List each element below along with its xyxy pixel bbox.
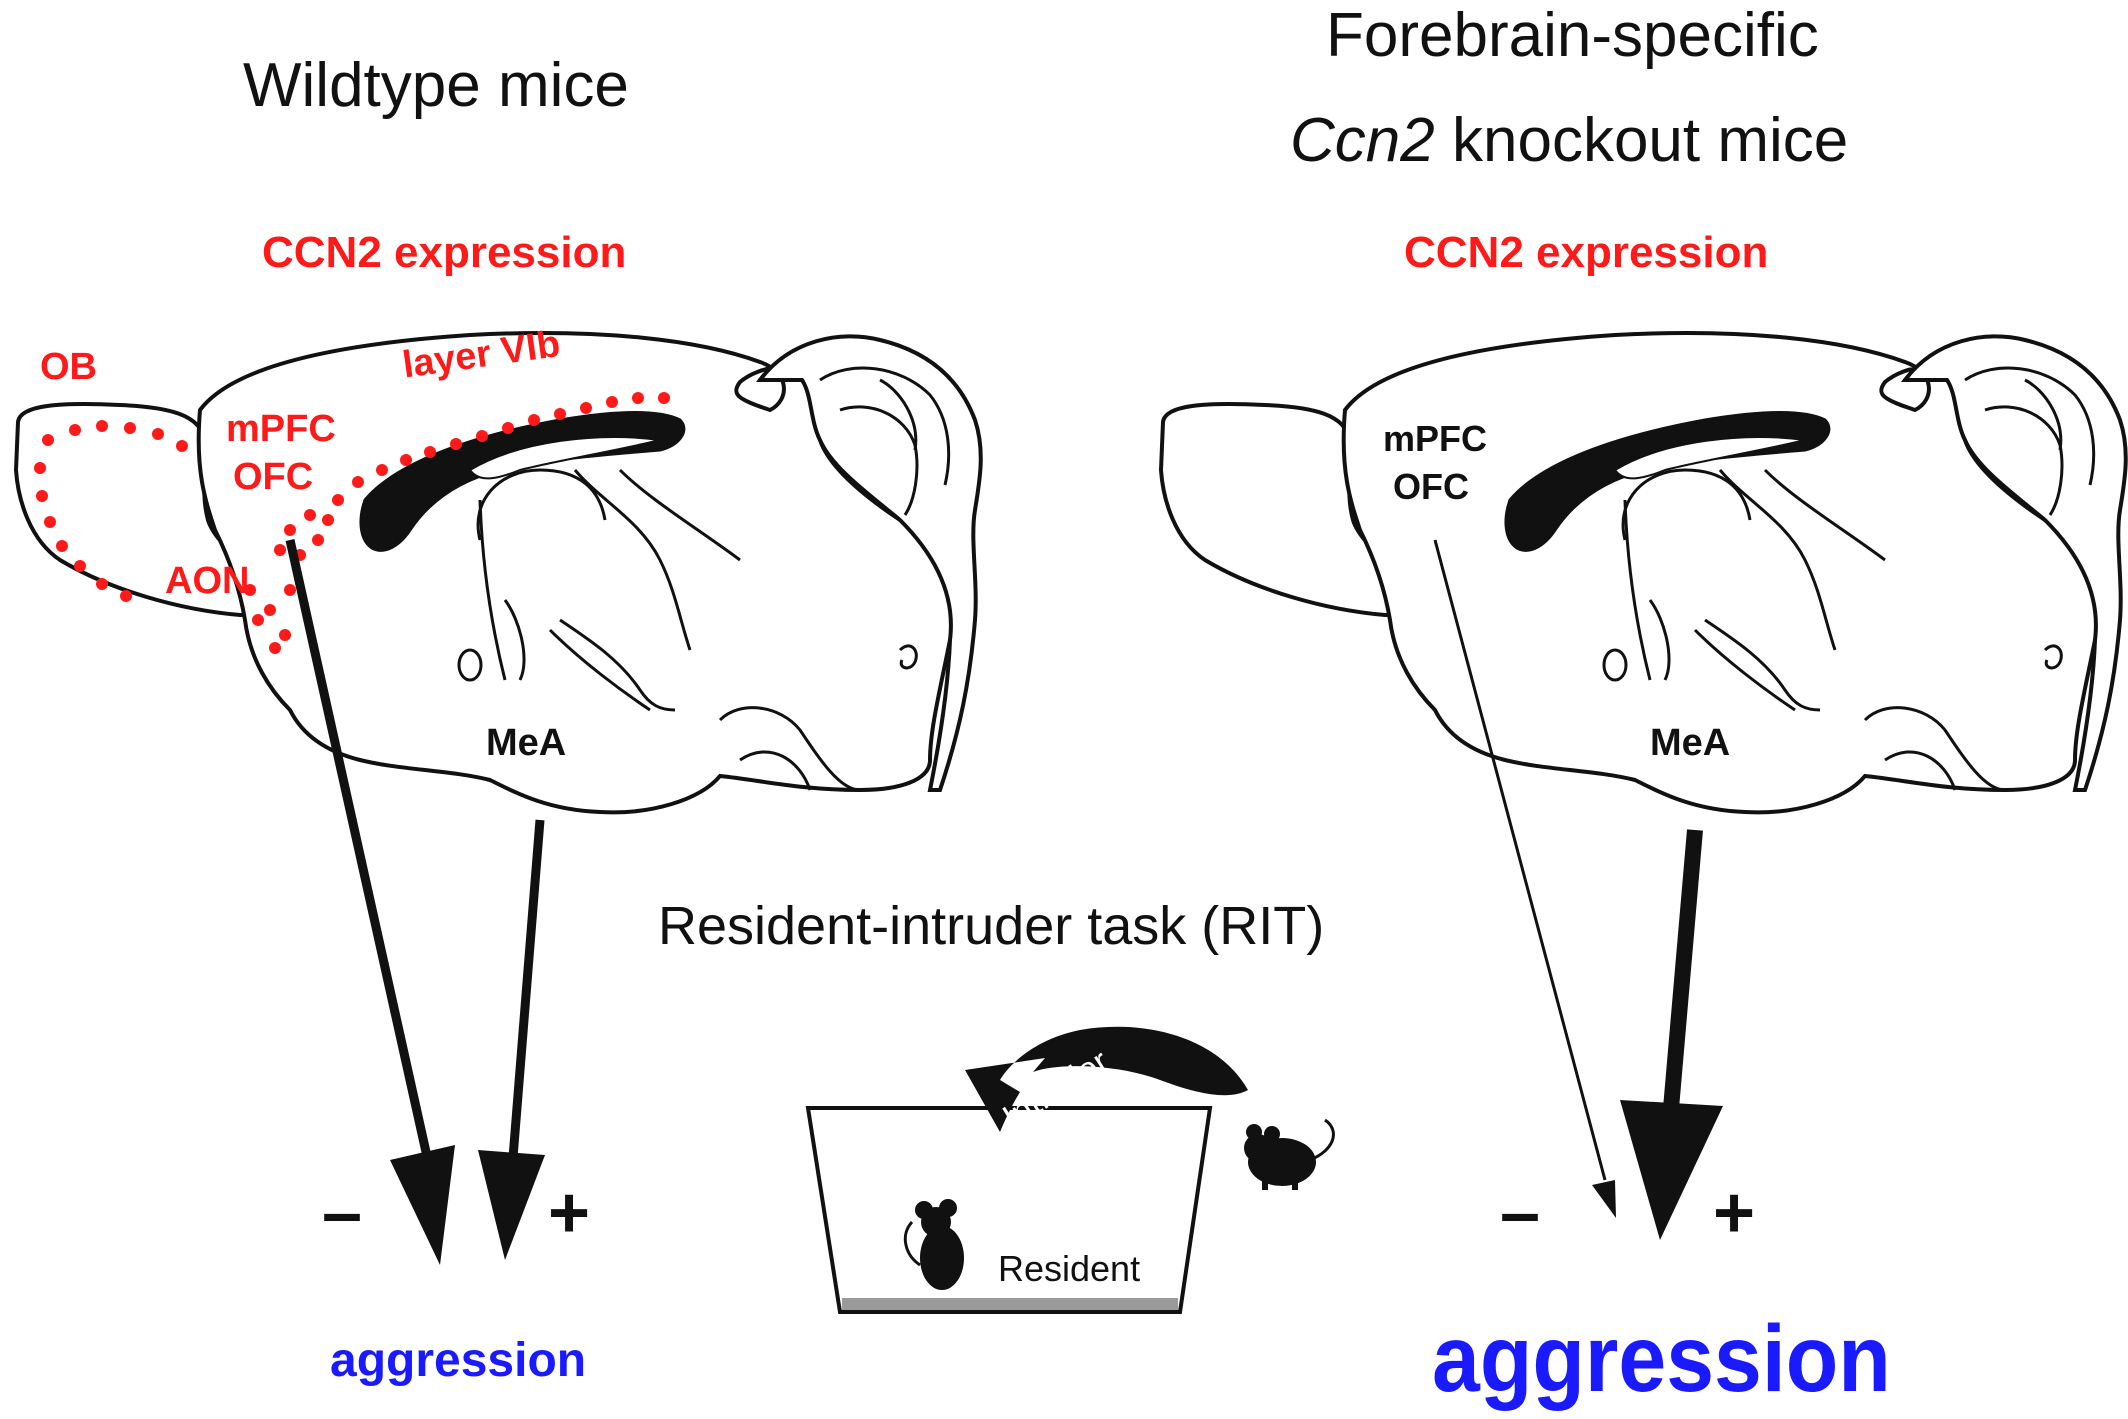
minus-sign-knockout: –: [1500, 1173, 1541, 1253]
mpfc-label-wildtype: mPFC: [226, 408, 336, 450]
knockout-panel: [1159, 331, 2128, 1240]
cage: [805, 1106, 1213, 1314]
knockout-title-rest: knockout mice: [1434, 106, 1849, 175]
cortex-to-aggression-arrow-knockout: [1433, 539, 1607, 1181]
cortex-arrowhead-knockout: [1592, 1180, 1616, 1218]
wildtype-panel: [14, 331, 983, 1265]
mea-to-aggression-arrow-wildtype: [507, 819, 545, 1171]
plus-sign-knockout: +: [1713, 1173, 1756, 1253]
rit-title: Resident-intruder task (RIT): [658, 896, 1325, 956]
knockout-title-line2: Ccn2 knockout mice: [1290, 105, 1848, 176]
mea-label-knockout: MeA: [1650, 722, 1731, 764]
intruder-mouse-icon: [1244, 1118, 1335, 1190]
wildtype-ccn2-expression-label: CCN2 expression: [262, 228, 627, 277]
wildtype-title: Wildtype mice: [243, 51, 629, 120]
cortex-to-aggression-arrow-wildtype: [285, 539, 435, 1171]
resident-intruder-task: Intruder: [805, 1026, 1335, 1314]
intruder-arrow: [965, 1026, 1248, 1132]
ob-label: OB: [40, 346, 97, 388]
mea-arrowhead-wildtype: [478, 1150, 545, 1260]
ofc-label-knockout: OFC: [1393, 466, 1469, 507]
resident-mouse-icon: [903, 1199, 964, 1290]
ofc-label-wildtype: OFC: [233, 456, 314, 498]
cage-floor: [842, 1298, 1178, 1310]
aon-label: AON: [165, 560, 250, 602]
mea-arrowhead-knockout: [1620, 1100, 1723, 1240]
mea-to-aggression-arrow-knockout: [1662, 829, 1703, 1121]
knockout-title-line1: Forebrain-specific: [1326, 1, 1819, 70]
resident-label: Resident: [998, 1248, 1141, 1289]
knockout-ccn2-expression-label: CCN2 expression: [1404, 228, 1769, 277]
aggression-label-wildtype: aggression: [330, 1334, 587, 1387]
minus-sign-wildtype: –: [322, 1173, 363, 1253]
aggression-label-knockout: aggression: [1432, 1306, 1891, 1412]
cortex-arrowhead-wildtype: [390, 1145, 455, 1265]
plus-sign-wildtype: +: [548, 1173, 591, 1253]
mea-label-wildtype: MeA: [486, 722, 567, 764]
mpfc-label-knockout: mPFC: [1383, 418, 1488, 459]
knockout-gene-name: Ccn2: [1290, 106, 1435, 175]
knockout-brain-outline: [1159, 331, 2128, 815]
